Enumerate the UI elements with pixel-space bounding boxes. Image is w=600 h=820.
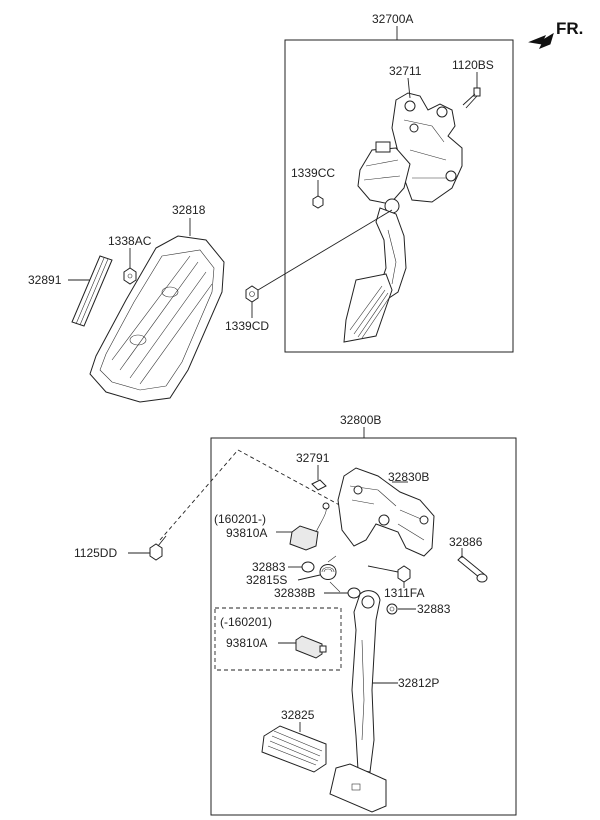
accelerator-clip-nut-label: 1338AC	[108, 234, 152, 248]
brake-assembly: 32800B 32791 32830B (160201-) 93810A	[74, 413, 517, 816]
brake-switch-old	[295, 635, 327, 659]
brake-assembly-box	[210, 437, 517, 816]
brake-bracket-top	[311, 479, 327, 491]
brake-bracket-label: 32830B	[388, 470, 429, 484]
brake-switch-old-label: 93810A	[226, 636, 267, 650]
brake-spring-label: 32815S	[246, 573, 287, 587]
brake-bushing-right-label: 32883	[417, 602, 451, 616]
brake-switch-old-group: (-160201) 93810A	[214, 607, 342, 671]
brake-pedal-pad	[261, 725, 327, 773]
brake-switch-new	[289, 502, 330, 551]
brake-bushing-center	[347, 587, 361, 599]
brake-bracket-top-label: 32791	[296, 451, 330, 465]
brake-switch-new-label: 93810A	[226, 526, 267, 540]
accelerator-nut-lower-label: 1339CD	[225, 319, 269, 333]
brake-bushing-left-label: 32883	[252, 560, 286, 574]
brake-switch-old-box	[214, 607, 342, 671]
brake-switch-new-date-label: (160201-)	[214, 512, 266, 526]
brake-pedal-end	[329, 763, 387, 813]
front-label: FR.	[556, 19, 583, 38]
accelerator-assembly: 32700A 32711 1120BS	[225, 12, 514, 353]
brake-bushing-center-label: 32838B	[274, 586, 315, 600]
accelerator-sensor	[357, 141, 411, 214]
accelerator-bracket-label: 32711	[389, 64, 422, 78]
brake-shaft	[457, 555, 488, 583]
front-direction-indicator: FR.	[528, 19, 583, 49]
accelerator-bracket	[391, 92, 463, 203]
accelerator-nut-mid-label: 1339CC	[291, 166, 335, 180]
accelerator-pad-strip	[71, 255, 113, 327]
brake-assembly-number: 32800B	[340, 413, 381, 427]
brake-nut	[397, 565, 411, 583]
accelerator-assembly-number: 32700A	[372, 12, 413, 26]
brake-pedal-pad-label: 32825	[281, 708, 315, 722]
brake-bushing-left	[301, 561, 315, 573]
brake-bracket	[337, 467, 435, 557]
accelerator-nut-lower	[245, 285, 259, 303]
brake-switch-old-date-label: (-160201)	[220, 615, 272, 629]
accelerator-assembly-box	[284, 39, 514, 353]
front-arrow-icon	[528, 32, 554, 49]
brake-nut-label: 1311FA	[384, 586, 424, 600]
accelerator-bolt	[462, 87, 481, 109]
brake-bolt	[149, 535, 167, 561]
brake-bushing-right	[386, 603, 398, 615]
brake-pedal-arm-label: 32812P	[398, 676, 439, 690]
accelerator-nut-mid	[312, 195, 324, 209]
brake-shaft-label: 32886	[449, 535, 483, 549]
accelerator-pad-cover-label: 32818	[172, 203, 206, 217]
accelerator-bolt-label: 1120BS	[452, 58, 494, 72]
brake-bolt-label: 1125DD	[74, 546, 117, 560]
brake-spring	[319, 555, 341, 593]
accelerator-clip-nut	[123, 267, 137, 285]
accelerator-pad-cover	[89, 235, 225, 403]
brake-pedal-arm	[351, 590, 381, 773]
accelerator-pad-strip-label: 32891	[28, 273, 62, 287]
accelerator-pedal-pad	[343, 273, 393, 343]
